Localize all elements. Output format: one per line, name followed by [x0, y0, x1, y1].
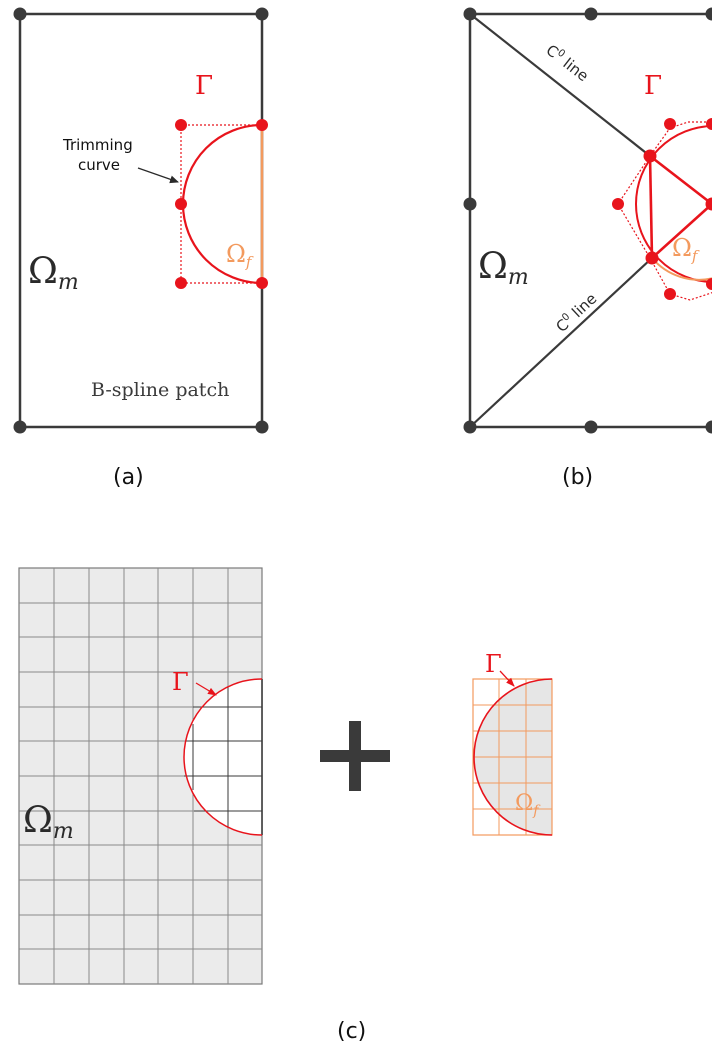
- gamma-label: Γ: [195, 71, 213, 101]
- omega-f-grid: [473, 679, 552, 835]
- control-polygon: [617, 121, 712, 301]
- trim-control-point: [706, 118, 712, 130]
- patch-boundary: [18, 12, 264, 429]
- gamma-arrow-left: [195, 682, 217, 696]
- gamma-arrow-right: [499, 670, 515, 687]
- omega-f-arc: [651, 257, 712, 281]
- c0-line-bottom: [469, 257, 653, 428]
- control-point: [255, 7, 269, 21]
- trim-control-point: [705, 197, 712, 211]
- trimming-curve: [473, 678, 553, 836]
- trim-control-point: [664, 118, 676, 130]
- panel-c: Γ Ωm Γ Ωf (c): [18, 567, 553, 1044]
- panel-a: Γ Trimming curve Ωm Ωf B-spline patch (a…: [13, 7, 269, 490]
- trim-control-point: [612, 198, 624, 210]
- trim-control-point: [175, 198, 187, 210]
- trim-control-point: [645, 251, 659, 265]
- trimming-label-line2: curve: [78, 156, 120, 174]
- gamma-label-left: Γ: [172, 668, 189, 696]
- control-point: [705, 7, 712, 21]
- omega-f-label: Ωf: [226, 240, 254, 271]
- gamma-label: Γ: [644, 71, 662, 101]
- control-point: [463, 420, 477, 434]
- hole-grid: [184, 679, 263, 835]
- inner-edge: [651, 203, 712, 259]
- control-point: [705, 420, 712, 434]
- trimmed-hole: [184, 679, 262, 835]
- c0-line-top: [469, 13, 651, 157]
- omega-f-label: Ωf: [672, 234, 700, 265]
- omega-m-label: Ωm: [478, 246, 529, 290]
- trim-control-point: [256, 277, 268, 289]
- omega-f-label: Ωf: [515, 791, 541, 819]
- trim-control-point: [175, 277, 187, 289]
- caption-b: (b): [562, 465, 593, 490]
- trim-control-point: [664, 288, 676, 300]
- trim-control-point: [706, 278, 712, 290]
- trimming-label-line1: Trimming: [62, 136, 133, 154]
- trim-control-point: [643, 149, 657, 163]
- patch-boundary: [468, 12, 712, 429]
- trimming-arrow: [137, 167, 179, 184]
- gamma-label-right: Γ: [485, 650, 502, 678]
- control-point: [463, 197, 477, 211]
- caption-a: (a): [113, 465, 144, 490]
- control-point: [13, 420, 27, 434]
- trim-control-point: [256, 119, 268, 131]
- omega-m-label: Ωm: [23, 800, 74, 844]
- panel-b: Ωf C0 line C0 line Γ Ωm (b): [463, 7, 712, 490]
- patch-label: B-spline patch: [91, 379, 229, 401]
- omega-f-mesh: [472, 670, 553, 836]
- inner-edge: [649, 154, 712, 206]
- trimming-curve: [183, 678, 263, 836]
- trim-control-point: [175, 119, 187, 131]
- c0-label-top: C0 line: [543, 41, 592, 85]
- control-point: [13, 7, 27, 21]
- omega-m-label: Ωm: [28, 251, 79, 295]
- control-point: [584, 420, 598, 434]
- control-point: [463, 7, 477, 21]
- caption-c: (c): [337, 1019, 366, 1044]
- control-point: [584, 7, 598, 21]
- control-point: [255, 420, 269, 434]
- inner-edge: [648, 155, 654, 259]
- trimming-curve: [635, 125, 712, 283]
- plus-sign: [320, 721, 390, 791]
- omega-m-mesh: [18, 567, 263, 985]
